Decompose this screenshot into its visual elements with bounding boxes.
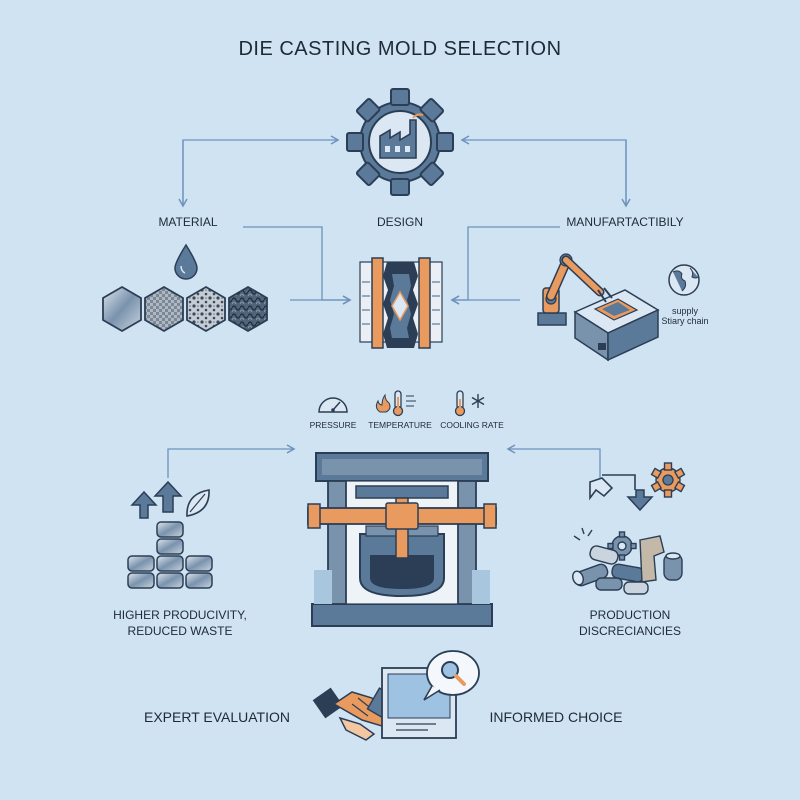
benefits-label-line1: HIGHER PRODUCIVITY, <box>113 608 247 622</box>
magnifier-icon <box>423 650 480 701</box>
expert-evaluation-label: EXPERT EVALUATION <box>143 709 290 725</box>
informed-choice-label: INFORMED CHOICE <box>489 709 623 725</box>
thermometer-icon-cooling <box>454 390 466 417</box>
material-label: MATERIAL <box>158 215 218 229</box>
die-casting-machine-icon <box>307 452 497 627</box>
recycle-arrow-icon <box>589 474 654 512</box>
mold-design-icon <box>359 257 443 349</box>
discrepancies-label-line2: DISCRECIANCIES <box>578 624 682 638</box>
flame-icon <box>375 393 391 413</box>
robot-arm-icon <box>537 253 660 362</box>
thermometer-icon <box>392 390 416 417</box>
gear-small-icon <box>650 462 686 498</box>
gear-factory-icon <box>346 88 454 196</box>
manufacturability-label: MANUFARTACTIBILY <box>566 215 684 229</box>
leaf-icon <box>186 489 210 517</box>
snowflake-icon <box>471 394 485 408</box>
design-label: DESIGN <box>376 215 423 229</box>
page-title: DIE CASTING MOLD SELECTION <box>238 38 562 60</box>
ingot-stack-icon <box>127 521 213 589</box>
pressure-gauge-icon <box>318 397 348 413</box>
supply-chain-label-line2: Stiary chain <box>661 316 709 326</box>
discrepancies-label-line1: PRODUCTION <box>589 608 671 622</box>
temperature-label: TEMPERATURE <box>368 420 432 430</box>
globe-icon <box>668 264 700 296</box>
pressure-label: PRESSURE <box>309 420 357 430</box>
arrow-up-icon <box>130 480 183 519</box>
cooling-rate-label: COOLING RATE <box>440 420 504 430</box>
benefits-label-line2: REDUCED WASTE <box>127 624 233 638</box>
connector-arrows <box>167 135 631 478</box>
material-hex-icon <box>102 285 268 333</box>
supply-chain-label-line1: supply <box>671 306 698 316</box>
scrap-parts-icon <box>572 527 683 595</box>
water-drop-icon <box>174 243 198 280</box>
